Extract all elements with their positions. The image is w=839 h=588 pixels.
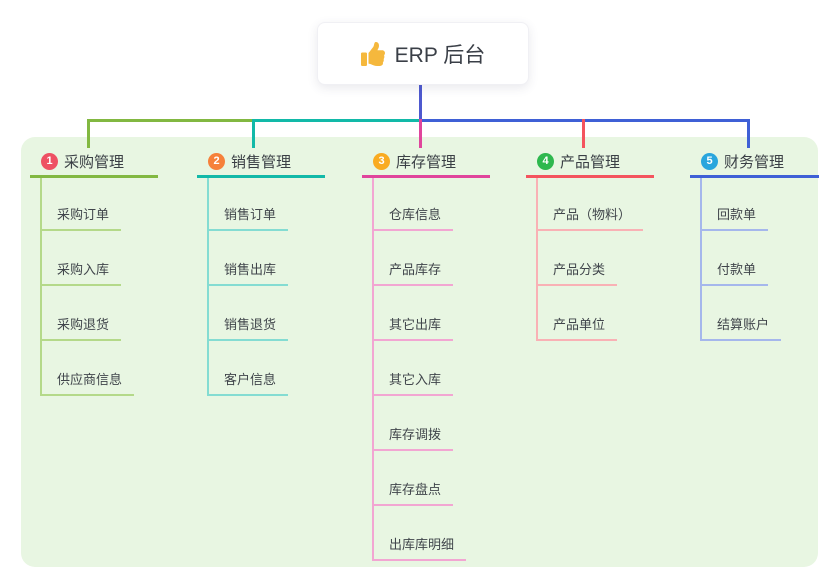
- category-purchase-label: 采购管理: [64, 154, 125, 171]
- category-product[interactable]: 4 产品管理: [526, 148, 654, 178]
- category-inventory-label: 库存管理: [396, 154, 457, 171]
- category-sales-label: 销售管理: [231, 154, 292, 171]
- trunk-product: [536, 178, 538, 341]
- child-item[interactable]: 产品（物料）: [536, 206, 644, 231]
- root-connector-line: [419, 83, 422, 122]
- child-item[interactable]: 供应商信息: [40, 371, 135, 396]
- child-item[interactable]: 出库库明细: [372, 536, 467, 561]
- connector-drop-purchase: [87, 119, 90, 148]
- child-item[interactable]: 销售订单: [207, 206, 289, 231]
- trunk-sales: [207, 178, 209, 396]
- category-sales[interactable]: 2 销售管理: [197, 148, 325, 178]
- connector-bus-sales: [252, 119, 421, 122]
- category-finance[interactable]: 5 财务管理: [690, 148, 819, 178]
- child-item[interactable]: 其它出库: [372, 316, 454, 341]
- trunk-inventory: [372, 178, 374, 561]
- child-item[interactable]: 库存盘点: [372, 481, 454, 506]
- child-item[interactable]: 库存调拨: [372, 426, 454, 451]
- child-item[interactable]: 仓库信息: [372, 206, 454, 231]
- trunk-purchase: [40, 178, 42, 396]
- connector-drop-finance: [747, 119, 750, 148]
- connector-drop-product: [582, 119, 585, 148]
- category-inventory[interactable]: 3 库存管理: [362, 148, 490, 178]
- connector-bus-purchase: [87, 119, 252, 122]
- connector-drop-inventory: [419, 119, 422, 148]
- child-item[interactable]: 付款单: [700, 261, 769, 286]
- category-product-label: 产品管理: [560, 154, 621, 171]
- connector-bus-finance: [421, 119, 750, 122]
- child-item[interactable]: 产品单位: [536, 316, 618, 341]
- child-item[interactable]: 采购退货: [40, 316, 122, 341]
- badge-3: 3: [373, 153, 390, 170]
- badge-1: 1: [41, 153, 58, 170]
- child-item[interactable]: 采购订单: [40, 206, 122, 231]
- thumbs-up-icon: [360, 41, 385, 66]
- child-item[interactable]: 销售出库: [207, 261, 289, 286]
- category-purchase[interactable]: 1 采购管理: [30, 148, 158, 178]
- child-item[interactable]: 产品分类: [536, 261, 618, 286]
- child-item[interactable]: 采购入库: [40, 261, 122, 286]
- child-item[interactable]: 产品库存: [372, 261, 454, 286]
- badge-5: 5: [701, 153, 718, 170]
- child-item[interactable]: 销售退货: [207, 316, 289, 341]
- category-finance-label: 财务管理: [724, 154, 785, 171]
- child-item[interactable]: 结算账户: [700, 316, 782, 341]
- badge-2: 2: [208, 153, 225, 170]
- child-item[interactable]: 客户信息: [207, 371, 289, 396]
- badge-4: 4: [537, 153, 554, 170]
- child-item[interactable]: 其它入库: [372, 371, 454, 396]
- child-item[interactable]: 回款单: [700, 206, 769, 231]
- connector-drop-sales: [252, 119, 255, 148]
- root-node[interactable]: ERP 后台: [317, 22, 529, 85]
- mindmap-panel: [21, 137, 818, 567]
- root-label: ERP 后台: [394, 43, 486, 67]
- trunk-finance: [700, 178, 702, 341]
